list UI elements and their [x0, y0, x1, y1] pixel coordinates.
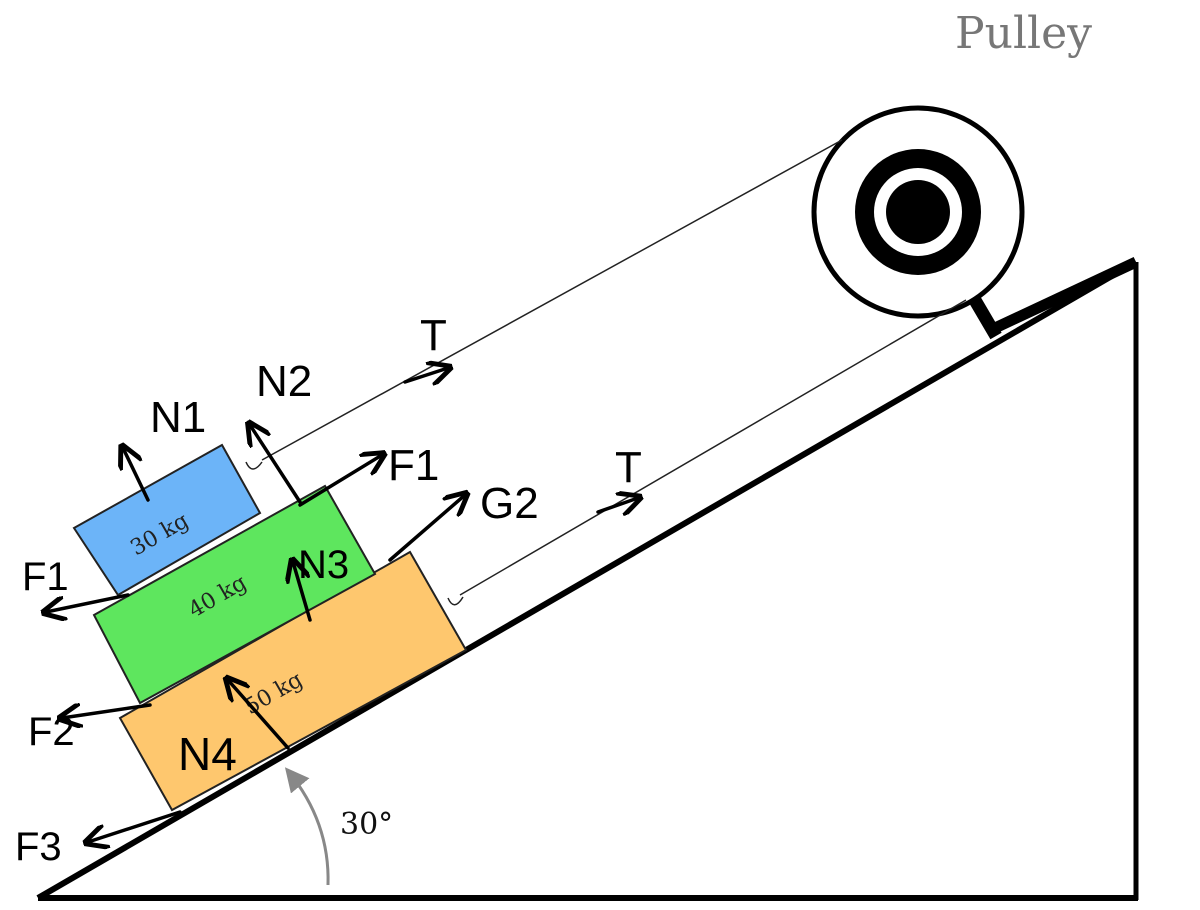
block-40kg [92, 484, 377, 705]
ramp-slope-line [36, 259, 1138, 901]
pulley-mount-plate [992, 257, 1139, 333]
f2-left-label: F2 [28, 710, 75, 754]
ropes [245, 139, 967, 606]
pulley-label: Pulley [955, 8, 1092, 59]
f3-left-label: F3 [15, 825, 62, 869]
force-labels: N1 N2 T F1 G2 T N3 N4 F1 F2 F3 [15, 311, 642, 869]
t-upper-label: T [420, 311, 447, 360]
n1-arrow [123, 448, 150, 502]
f1-left-arrow [46, 593, 130, 612]
t-lower-arrow [596, 498, 638, 512]
block-top: 30 kg [72, 443, 262, 597]
t-upper-arrow [403, 368, 448, 382]
n2-label: N2 [256, 357, 312, 406]
n3-label: N3 [298, 543, 349, 587]
f1-right-label: F1 [388, 441, 439, 490]
f2-left-arrow [62, 705, 152, 718]
block-middle: 40 kg [92, 484, 377, 705]
angle-marker: 30° [284, 767, 393, 886]
n1-label: N1 [150, 393, 206, 442]
f1-right-arrow [298, 455, 382, 507]
f1-left-label: F1 [22, 555, 69, 599]
angle-arc [284, 767, 330, 886]
force-arrows [46, 368, 638, 842]
f3-left-arrow [88, 810, 182, 842]
rope-lower [459, 299, 967, 596]
incline-ramp [36, 257, 1139, 901]
f2-right-arrow [388, 495, 465, 562]
n3-arrow [293, 562, 312, 622]
f2-right-label: G2 [480, 479, 539, 528]
n2-arrow [250, 425, 302, 504]
angle-label: 30° [340, 807, 393, 842]
n4-label: N4 [178, 728, 237, 780]
rope-lower-hook [447, 596, 464, 606]
block-30kg [72, 443, 262, 597]
rope-upper-hook [245, 461, 263, 470]
rope-upper [261, 139, 843, 461]
n4-arrow [228, 680, 290, 750]
pulley-axle [886, 180, 950, 244]
pulley: Pulley [811, 8, 1092, 340]
t-lower-label: T [615, 443, 642, 492]
